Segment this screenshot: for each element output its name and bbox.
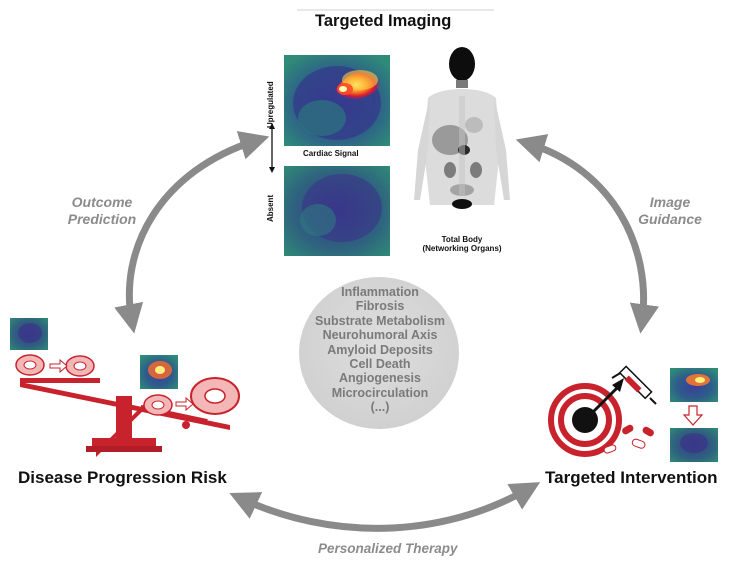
total-body-caption-line2: (Networking Organs) [422,244,502,253]
total-body-caption: Total Body (Networking Organs) [414,235,510,253]
down-arrow-icon [682,405,704,426]
small-scan-scale [140,355,178,389]
image-guidance-line1: Image [649,194,691,210]
dart-icon [588,378,624,417]
small-scan-right-top [670,368,718,402]
syringe-icon [611,365,657,405]
balance-scale-icon [20,378,230,457]
absent-label: Absent [266,194,275,222]
personalized-therapy-arrow [229,482,541,532]
personalized-therapy-label: Personalized Therapy [318,541,458,556]
total-body-caption-line1: Total Body [441,235,483,244]
outcome-prediction-line2: Prediction [67,211,137,227]
targeted-intervention-label: Targeted Intervention [545,468,718,487]
pills-icon [603,424,654,454]
total-body-pet-image [412,46,512,232]
mechanism-item: Cell Death [349,357,411,372]
mechanism-item: (...) [370,400,390,415]
image-guidance-line2: Guidance [638,211,702,227]
mechanism-item: Amyloid Deposits [327,342,433,357]
mechanism-item: Inflammation [341,285,419,299]
mechanism-item: Microcirculation [331,385,429,400]
absent-scan-image [284,166,390,256]
upregulated-scan-image [284,55,390,146]
mechanisms-ellipse [299,277,459,429]
small-scan-right-bottom [670,428,718,462]
small-scan-left [10,318,48,350]
mechanism-item: Angiogenesis [339,371,421,386]
mechanism-item: Neurohumoral Axis [322,328,438,343]
mechanism-item: Substrate Metabolism [315,313,445,328]
diagram-title: Targeted Imaging [315,12,452,30]
cell-rings-large [143,377,240,416]
outcome-prediction-line1: Outcome [71,194,133,210]
upregulated-label: Upregulated [266,81,275,128]
image-guidance-arrow [515,134,659,334]
outcome-prediction-arrow [114,131,270,334]
image-guidance-label: Image Guidance [620,194,720,228]
cell-rings-small [15,354,95,377]
outcome-prediction-label: Outcome Prediction [52,194,152,228]
mechanisms-list: Inflammation Fibrosis Substrate Metaboli… [300,285,460,415]
mechanism-item: Fibrosis [355,299,405,314]
cardiac-signal-caption: Cardiac Signal [303,149,359,158]
disease-progression-risk-label: Disease Progression Risk [18,468,227,487]
